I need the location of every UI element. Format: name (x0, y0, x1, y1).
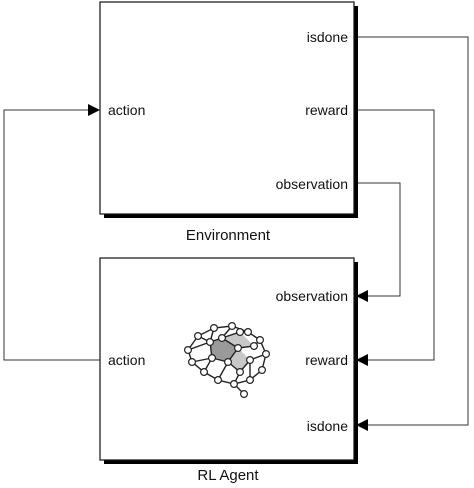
rl-agent-block[interactable]: observation reward isdone action (99, 257, 358, 464)
wire-reward[interactable] (358, 109, 435, 361)
agent-input-port-reward: reward (305, 352, 348, 368)
arrowhead-agent-observation-icon (356, 290, 368, 302)
agent-input-port-isdone: isdone (307, 418, 348, 434)
environment-output-port-reward: reward (305, 102, 348, 118)
neural-network-brain-icon (184, 322, 271, 399)
environment-input-port-action: action (108, 102, 145, 118)
connection-wires (3, 36, 469, 431)
wire-observation[interactable] (358, 182, 401, 297)
environment-block[interactable]: action isdone reward observation (99, 1, 358, 218)
arrowhead-agent-reward-icon (356, 354, 368, 366)
wire-agent-action-to-env-action[interactable] (3, 109, 100, 361)
agent-input-port-observation: observation (276, 288, 348, 304)
wire-isdone[interactable] (358, 36, 469, 426)
arrowhead-env-action-icon (88, 104, 100, 116)
environment-block-body (99, 1, 355, 215)
environment-output-port-observation: observation (276, 176, 348, 192)
environment-block-label: Environment (186, 227, 271, 244)
agent-output-port-action: action (108, 352, 145, 368)
rl-agent-block-label: RL Agent (197, 467, 259, 484)
brain-nodes-icon (184, 322, 271, 399)
environment-output-port-isdone: isdone (307, 29, 348, 45)
arrowhead-agent-isdone-icon (356, 419, 368, 431)
